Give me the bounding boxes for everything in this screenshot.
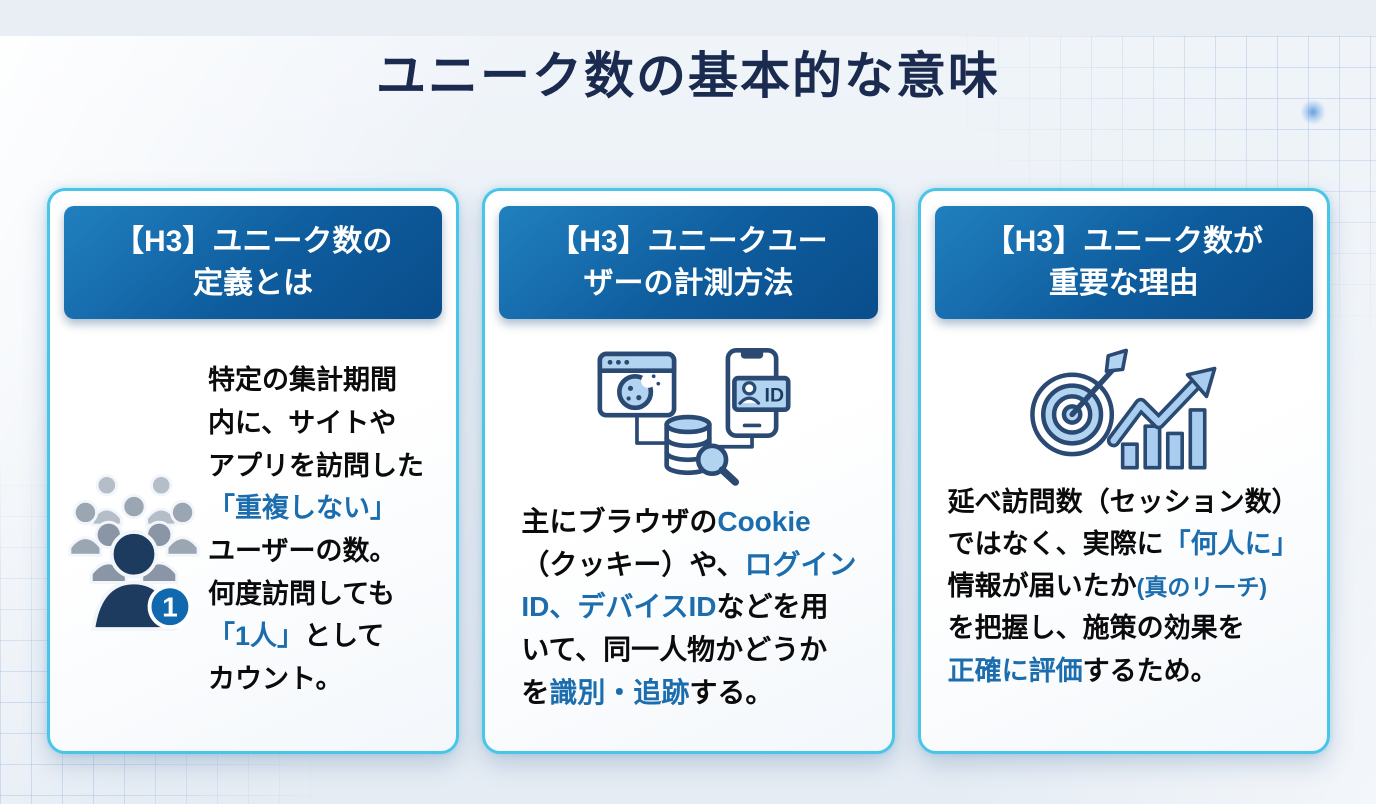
card-definition-text: 特定の集計期間 内に、サイトや アプリを訪問した 「重複しない」 ユーザーの数。… bbox=[208, 365, 424, 694]
card-importance-header: 【H3】ユニーク数が 重要な理由 bbox=[934, 206, 1313, 319]
cookie-id-tracking-icon: ID bbox=[598, 347, 792, 486]
svg-text:ID: ID bbox=[765, 384, 784, 406]
card-measurement-header: 【H3】ユニークユー ザーの計測方法 bbox=[499, 206, 878, 319]
card-definition-header: 【H3】ユニーク数の 定義とは bbox=[64, 206, 443, 319]
growth-arrow-icon bbox=[1106, 366, 1217, 448]
card-importance: 【H3】ユニーク数が 重要な理由 bbox=[917, 188, 1330, 754]
bar-chart-icon bbox=[1120, 408, 1207, 470]
unique-count-badge: 1 bbox=[147, 583, 193, 629]
card-measurement-body: ID 主にブラウザのCookie （クッキー） bbox=[485, 319, 891, 751]
card-measurement: 【H3】ユニークユー ザーの計測方法 bbox=[482, 188, 895, 754]
browser-cookie-icon bbox=[598, 351, 677, 418]
target-icon bbox=[1029, 348, 1128, 457]
card-importance-text: 延べ訪問数（セッション数） ではなく、実際に「何人に」 情報が届いたか(真のリー… bbox=[947, 487, 1299, 686]
magnifier-icon bbox=[696, 443, 740, 486]
card-measurement-text: 主にブラウザのCookie （クッキー）や、ログイン ID、デバイスIDなどを用… bbox=[521, 506, 857, 708]
page-title: ユニーク数の基本的な意味 bbox=[376, 48, 1000, 104]
card-definition-body: 1 特定の集計期間 内に、サイトや アプリを訪問した 「重複しない」 ユーザーの… bbox=[50, 319, 456, 751]
people-group-icon: 1 bbox=[68, 473, 200, 631]
cards-row: 【H3】ユニーク数の 定義とは bbox=[47, 188, 1330, 754]
svg-text:1: 1 bbox=[162, 590, 178, 622]
target-growth-icon bbox=[1029, 348, 1217, 470]
card-definition: 【H3】ユニーク数の 定義とは bbox=[47, 188, 460, 754]
card-importance-body: 延べ訪問数（セッション数） ではなく、実際に「何人に」 情報が届いたか(真のリー… bbox=[921, 319, 1327, 751]
phone-id-icon: ID bbox=[726, 347, 792, 438]
